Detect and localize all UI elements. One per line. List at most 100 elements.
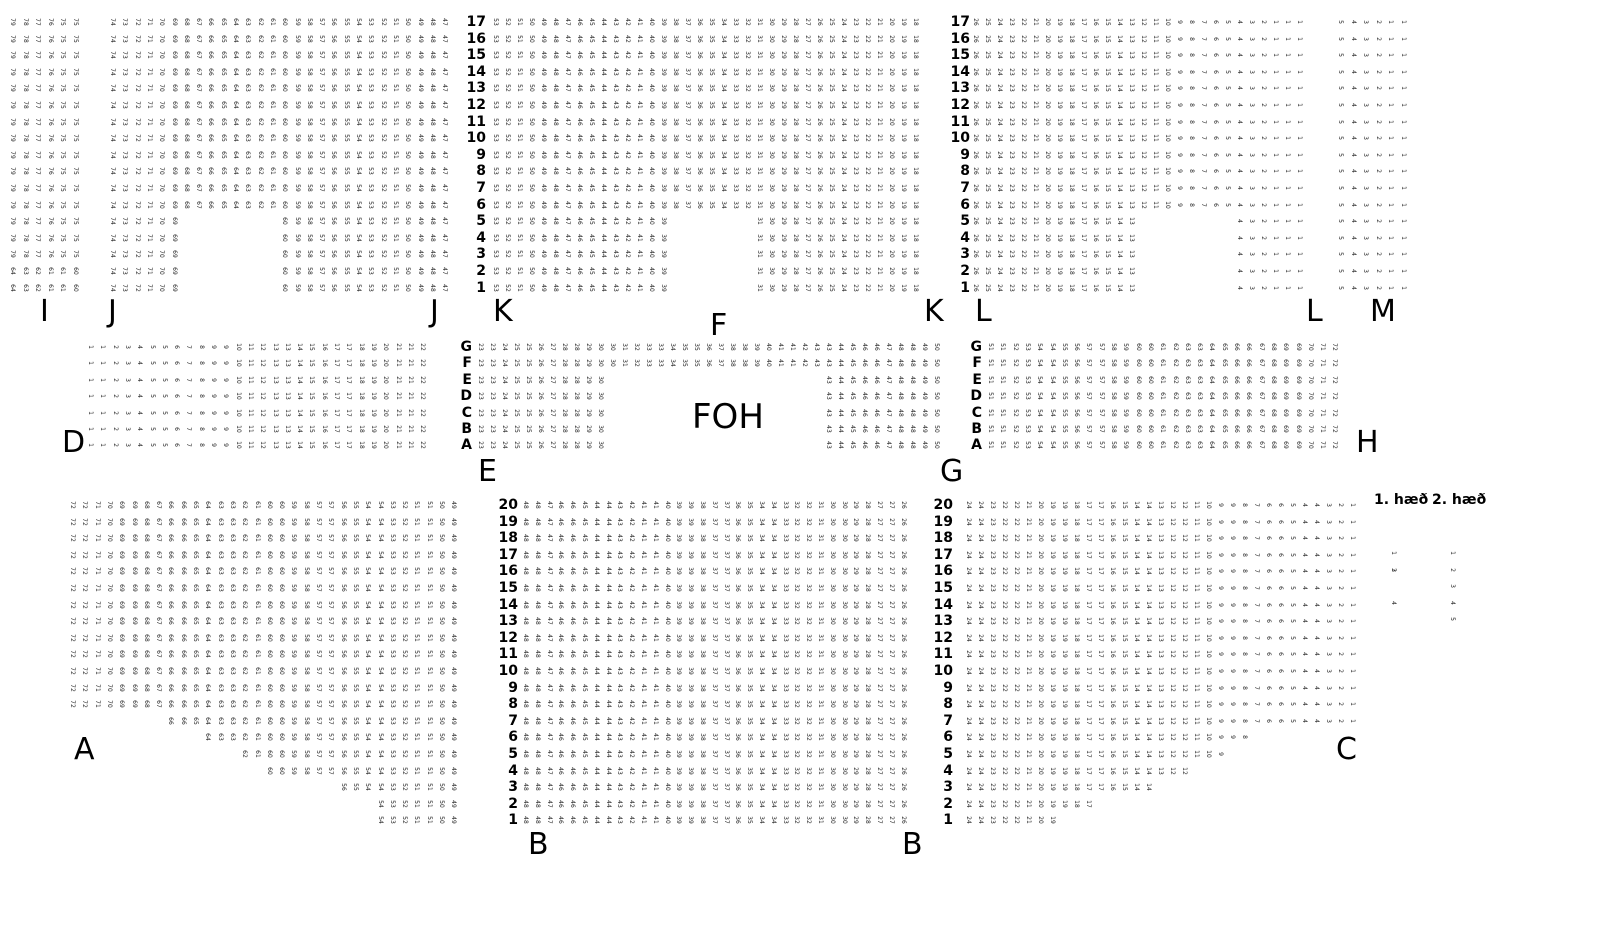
seat[interactable]: 14: [1133, 682, 1140, 694]
seat[interactable]: 63: [229, 632, 236, 644]
seat[interactable]: 66: [167, 599, 174, 611]
seat[interactable]: 51: [413, 765, 420, 777]
seat[interactable]: 62: [257, 99, 264, 111]
seat[interactable]: 26: [972, 182, 979, 194]
seat[interactable]: 14: [1116, 265, 1123, 277]
seat[interactable]: 17: [1080, 165, 1087, 177]
seat[interactable]: 32: [793, 731, 800, 743]
seat[interactable]: 57: [1085, 439, 1092, 451]
seat[interactable]: 47: [885, 341, 892, 353]
seat[interactable]: 52: [401, 748, 408, 760]
seat[interactable]: 38: [672, 66, 679, 78]
seat[interactable]: 2: [1337, 599, 1344, 611]
seat[interactable]: 65: [192, 582, 199, 594]
seat[interactable]: 47: [546, 499, 553, 511]
seat[interactable]: 56: [340, 516, 347, 528]
seat[interactable]: 69: [1295, 423, 1302, 435]
seat[interactable]: 60: [281, 282, 288, 294]
seat[interactable]: 18: [912, 248, 919, 260]
seat[interactable]: 1: [1296, 99, 1303, 111]
seat[interactable]: 26: [900, 516, 907, 528]
seat[interactable]: 36: [734, 599, 741, 611]
seat[interactable]: 16: [1109, 715, 1116, 727]
seat[interactable]: 66: [207, 33, 214, 45]
seat[interactable]: 63: [1196, 390, 1203, 402]
seat[interactable]: 22: [1020, 66, 1027, 78]
seat[interactable]: 49: [417, 248, 424, 260]
seat[interactable]: 4: [1236, 199, 1243, 211]
seat[interactable]: 63: [22, 265, 29, 277]
seat[interactable]: 21: [407, 407, 414, 419]
seat[interactable]: 44: [837, 439, 844, 451]
seat[interactable]: 17: [1097, 715, 1104, 727]
seat[interactable]: 17: [1080, 248, 1087, 260]
seat[interactable]: 30: [829, 648, 836, 660]
seat[interactable]: 7: [1253, 615, 1260, 627]
seat[interactable]: 32: [744, 49, 751, 61]
seat[interactable]: 61: [254, 648, 261, 660]
seat[interactable]: 2: [1260, 215, 1267, 227]
seat[interactable]: 28: [864, 565, 871, 577]
seat[interactable]: 66: [207, 99, 214, 111]
seat[interactable]: 1: [1387, 82, 1394, 94]
seat[interactable]: 4: [1236, 16, 1243, 28]
seat[interactable]: 1: [1296, 215, 1303, 227]
seat[interactable]: 13: [1128, 99, 1135, 111]
seat[interactable]: 77: [34, 132, 41, 144]
seat[interactable]: 61: [269, 16, 276, 28]
seat[interactable]: 52: [380, 33, 387, 45]
seat[interactable]: 18: [1068, 66, 1075, 78]
seat[interactable]: 37: [711, 499, 718, 511]
seat[interactable]: 16: [1109, 632, 1116, 644]
seat[interactable]: 28: [561, 357, 568, 369]
seat[interactable]: 32: [805, 582, 812, 594]
seat[interactable]: 72: [1331, 341, 1338, 353]
seat[interactable]: 1: [1349, 582, 1356, 594]
seat[interactable]: 58: [303, 599, 310, 611]
seat[interactable]: 67: [195, 182, 202, 194]
seat[interactable]: 20: [1044, 66, 1051, 78]
seat[interactable]: 75: [59, 82, 66, 94]
seat[interactable]: 44: [593, 599, 600, 611]
seat[interactable]: 57: [315, 665, 322, 677]
seat[interactable]: 43: [616, 682, 623, 694]
seat[interactable]: 3: [1248, 282, 1255, 294]
seat[interactable]: 4: [1390, 597, 1397, 609]
seat[interactable]: 13: [1128, 215, 1135, 227]
seat[interactable]: 70: [1307, 390, 1314, 402]
seat[interactable]: 60: [266, 499, 273, 511]
seat[interactable]: 46: [557, 814, 564, 826]
seat[interactable]: 60: [278, 665, 285, 677]
seat[interactable]: 24: [965, 665, 972, 677]
seat[interactable]: 20: [1037, 516, 1044, 528]
seat[interactable]: 2: [1375, 282, 1382, 294]
seat[interactable]: 9: [1217, 499, 1224, 511]
seat[interactable]: 37: [684, 116, 691, 128]
seat[interactable]: 25: [828, 33, 835, 45]
seat[interactable]: 39: [687, 765, 694, 777]
seat[interactable]: 52: [380, 49, 387, 61]
seat[interactable]: 14: [1145, 516, 1152, 528]
seat[interactable]: 24: [965, 516, 972, 528]
seat[interactable]: 47: [564, 82, 571, 94]
seat[interactable]: 15: [1121, 648, 1128, 660]
seat[interactable]: 11: [1193, 582, 1200, 594]
seat[interactable]: 4: [1301, 532, 1308, 544]
seat[interactable]: 52: [401, 499, 408, 511]
seat[interactable]: 5: [1289, 682, 1296, 694]
seat[interactable]: 55: [343, 232, 350, 244]
seat[interactable]: 43: [813, 357, 820, 369]
seat[interactable]: 30: [829, 565, 836, 577]
seat[interactable]: 13: [1157, 648, 1164, 660]
seat[interactable]: 47: [441, 116, 448, 128]
seat[interactable]: 1: [1296, 182, 1303, 194]
seat[interactable]: 4: [1236, 165, 1243, 177]
seat[interactable]: 41: [640, 715, 647, 727]
seat[interactable]: 29: [852, 582, 859, 594]
seat[interactable]: 51: [516, 232, 523, 244]
seat[interactable]: 66: [207, 165, 214, 177]
seat[interactable]: 10: [1205, 698, 1212, 710]
seat[interactable]: 58: [303, 731, 310, 743]
seat[interactable]: 14: [1145, 615, 1152, 627]
seat[interactable]: 70: [158, 99, 165, 111]
